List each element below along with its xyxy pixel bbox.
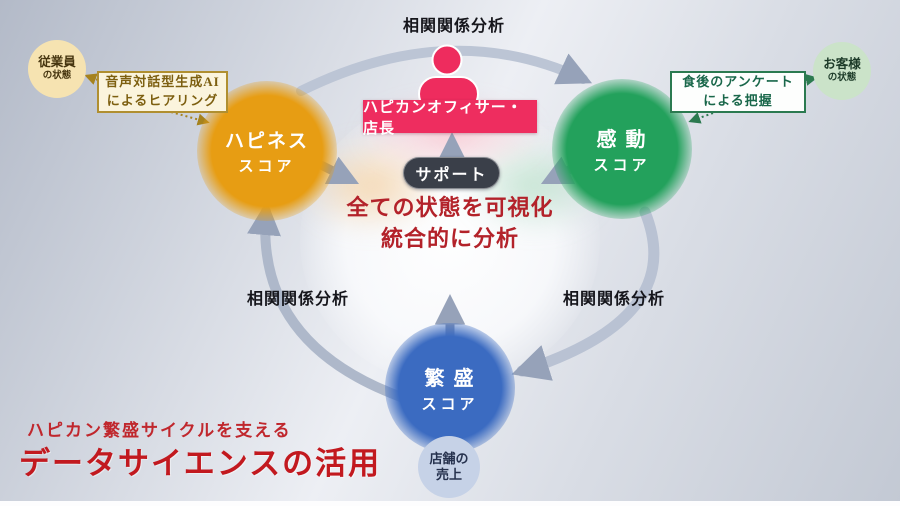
customer-line1: お客様 xyxy=(823,57,861,72)
center-analysis-line1: 全ての状態を可視化 xyxy=(346,195,554,220)
center-analysis-line2: 統合的に分析 xyxy=(380,225,519,251)
hanjo-name: 繁 盛 xyxy=(424,368,476,390)
dotted-arrow-to-employee xyxy=(84,73,99,85)
center-analysis-text: 全ての状態を可視化 統合的に分析 xyxy=(290,193,610,255)
footer-title: データサイエンスの活用 xyxy=(19,446,382,481)
hanjo-sub: スコア xyxy=(421,397,479,413)
sales-line2: 売上 xyxy=(435,467,462,482)
happiness-sub: スコア xyxy=(238,159,296,175)
employee-method-line1: 音声対話型生成AI xyxy=(105,74,220,90)
cycle-label-right: 相関関係分析 xyxy=(563,291,666,308)
store-sales-circle: 店舗の 売上 xyxy=(418,436,480,498)
employee-method-box: 音声対話型生成AI によるヒアリング xyxy=(97,71,228,113)
kando-name: 感 動 xyxy=(596,129,648,151)
cycle-label-left: 相関関係分析 xyxy=(247,291,350,308)
footer-lead: ハピカン繁盛サイクルを支える xyxy=(27,421,292,440)
kando-sub: スコア xyxy=(593,158,651,174)
support-label: サポート xyxy=(415,167,488,184)
employee-method-line2: によるヒアリング xyxy=(106,93,219,108)
officer-title-box: ハピカンオフィサー・店長 xyxy=(363,100,537,137)
customer-method-line1: 食後のアンケート xyxy=(682,74,794,90)
node-hanjo-score: 繁 盛 スコア xyxy=(385,323,515,453)
employee-line1: 従業員 xyxy=(38,55,76,70)
customer-state-circle: お客様 の状態 xyxy=(813,42,871,100)
dotted-arrow-to-customer xyxy=(804,73,818,86)
support-pill: サポート xyxy=(403,157,500,189)
sales-line1: 店舗の xyxy=(429,450,469,466)
customer-line2: の状態 xyxy=(827,72,857,83)
customer-method-line2: による把握 xyxy=(703,93,773,108)
customer-method-box: 食後のアンケート による把握 xyxy=(670,71,806,113)
dotted-arrow-to-happiness xyxy=(170,111,210,126)
employee-state-circle: 従業員 の状態 xyxy=(28,40,86,98)
employee-line2: の状態 xyxy=(42,70,72,81)
bottom-white-strip xyxy=(0,501,900,506)
dotted-arrow-to-kando xyxy=(688,112,714,124)
happiness-name: ハピネス xyxy=(224,131,309,152)
cycle-label-top: 相関関係分析 xyxy=(403,18,506,35)
officer-title-label: ハピカンオフィサー・店長 xyxy=(363,99,523,137)
